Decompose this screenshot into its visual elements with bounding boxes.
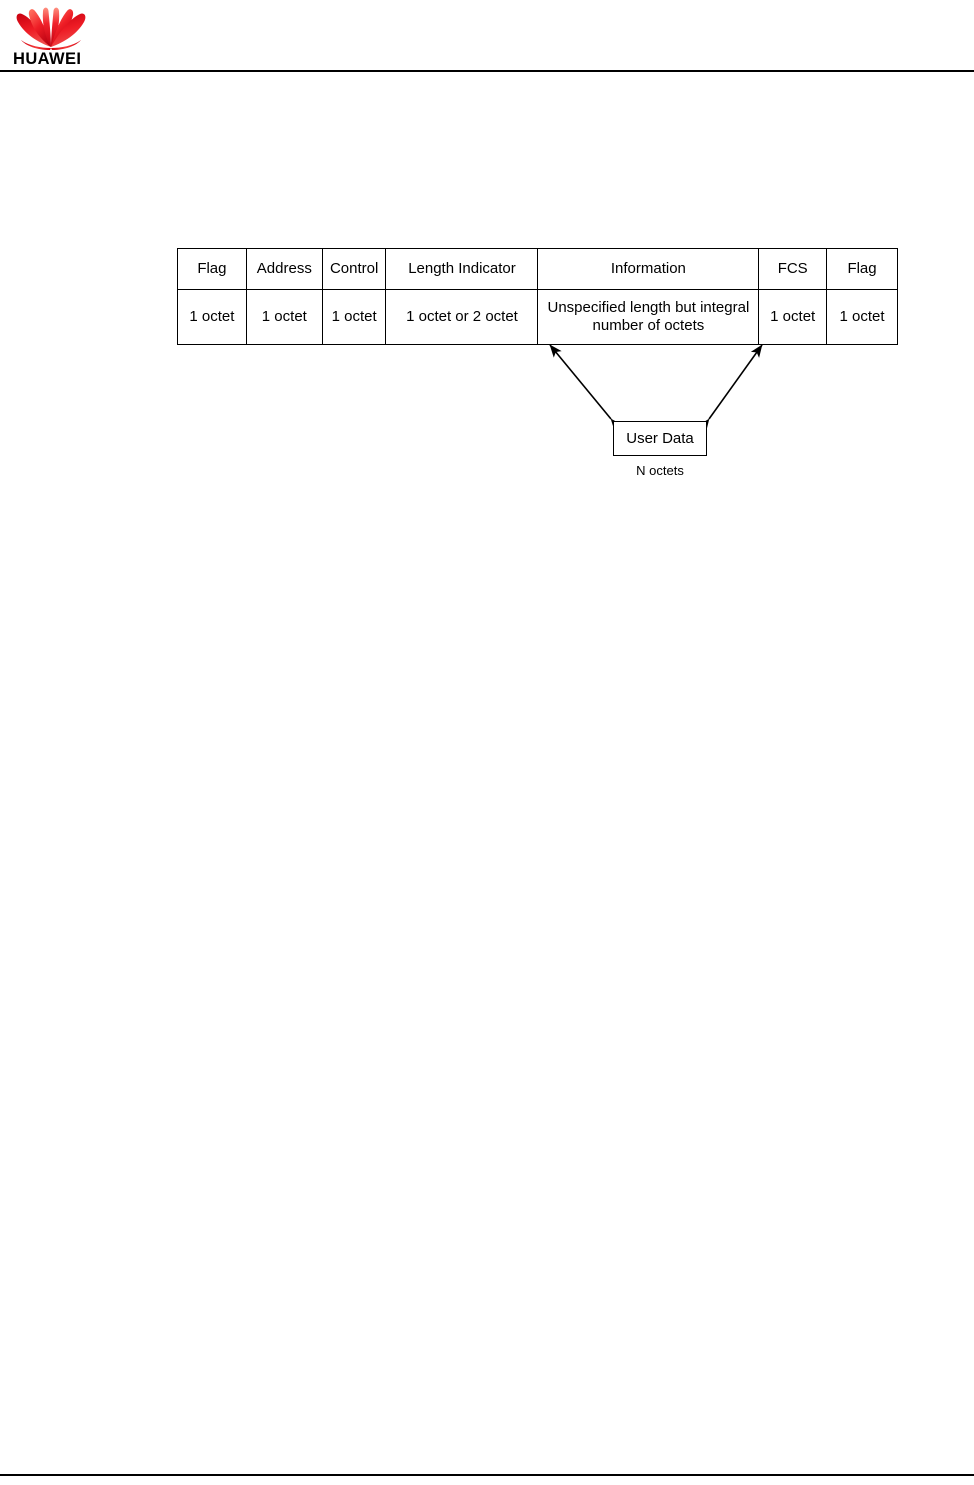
huawei-flower-logo [13,6,89,52]
cell-size-flag-1: 1 octet [177,289,247,345]
cell-field-flag-1: Flag [177,248,247,290]
header-divider [0,70,974,72]
cell-size-length: 1 octet or 2 octet [385,289,539,345]
user-data-caption: N octets [636,463,684,478]
cell-field-length: Length Indicator [385,248,539,290]
table-row-field-sizes: 1 octet 1 octet 1 octet 1 octet or 2 oct… [177,289,898,345]
cell-size-control: 1 octet [321,289,387,345]
cell-field-fcs: FCS [758,248,828,290]
cell-size-flag-2: 1 octet [826,289,898,345]
user-data-label: User Data [626,430,694,447]
frame-structure-diagram: Flag Address Control Length Indicator In… [0,0,974,520]
cell-field-information: Information [537,248,760,290]
cell-size-information: Unspecified length but integral number o… [537,289,760,345]
cell-size-address: 1 octet [245,289,323,345]
table-row-field-names: Flag Address Control Length Indicator In… [177,248,898,290]
page-header: HUAWEI [0,0,974,74]
cell-field-flag-2: Flag [826,248,898,290]
huawei-wordmark: HUAWEI [13,50,82,68]
cell-size-fcs: 1 octet [758,289,828,345]
user-data-box: User Data [613,421,707,456]
arrow-information-left [549,344,623,432]
cell-field-control: Control [321,248,387,290]
arrow-information-right [697,344,763,432]
footer-divider [0,1474,974,1476]
frame-field-table: Flag Address Control Length Indicator In… [177,248,898,345]
cell-field-address: Address [245,248,323,290]
